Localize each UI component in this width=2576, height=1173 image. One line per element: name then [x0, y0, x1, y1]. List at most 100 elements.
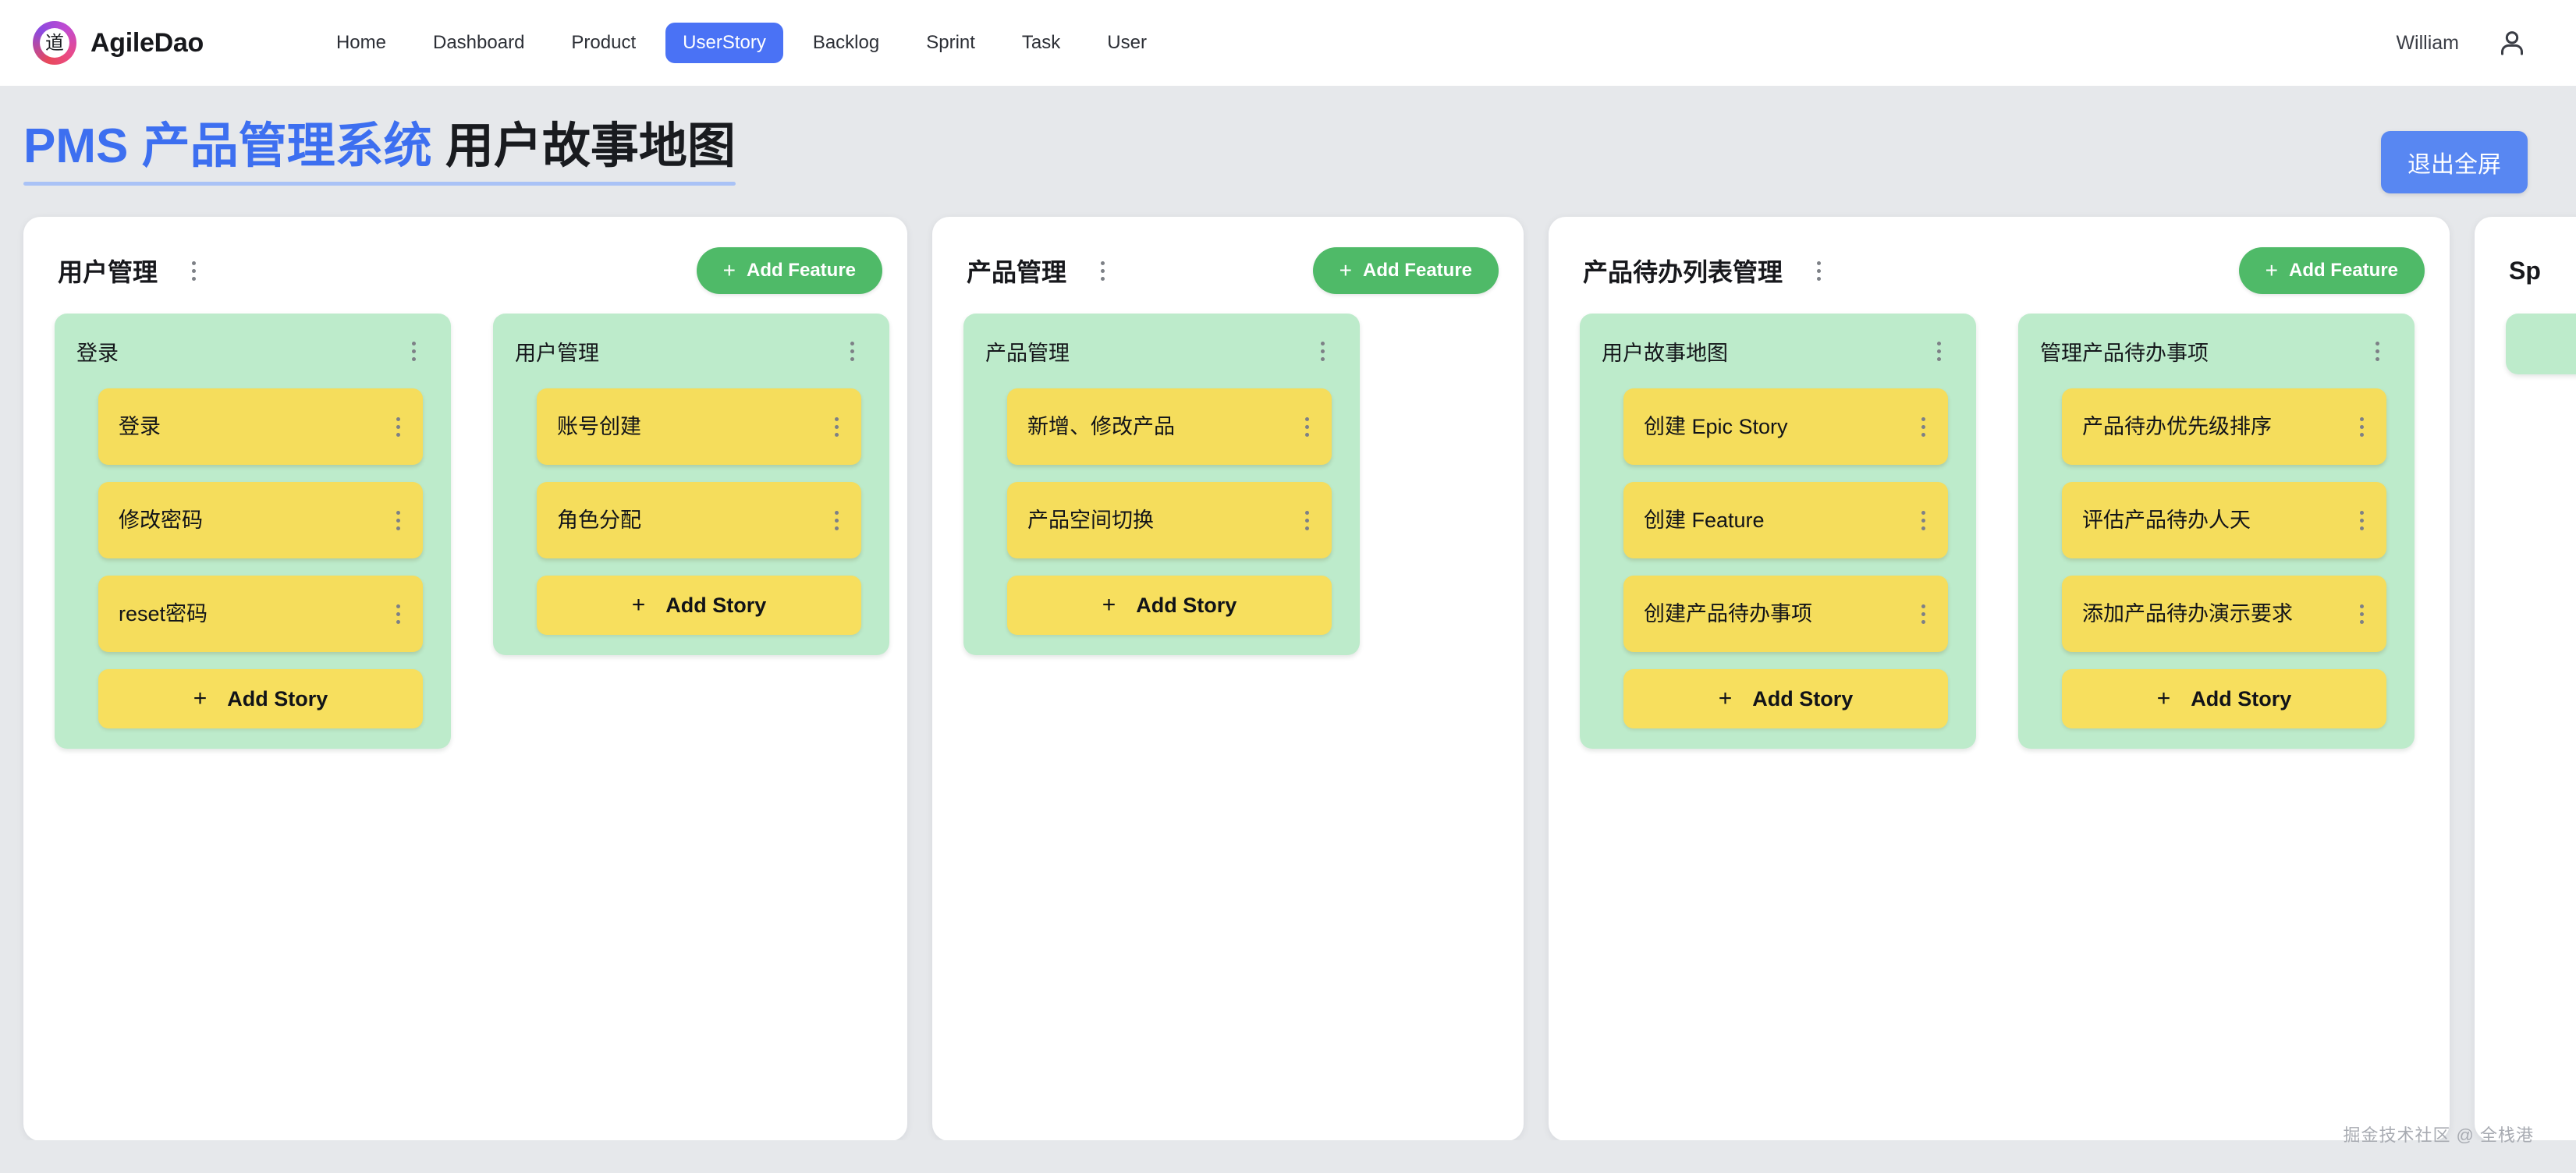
- plus-icon: +: [1102, 592, 1116, 618]
- add-story-label: Add Story: [1752, 686, 1854, 711]
- story-card[interactable]: reset密码: [98, 576, 423, 652]
- story-more-options-icon[interactable]: [819, 409, 853, 444]
- story-list: 产品待办优先级排序 评估产品待办人天 添加产品待办演示要求 + Add Stor…: [2035, 368, 2397, 728]
- story-card[interactable]: 角色分配: [537, 482, 861, 558]
- story-more-options-icon[interactable]: [2344, 597, 2379, 631]
- story-card[interactable]: 新增、修改产品: [1007, 388, 1332, 465]
- nav-item-userstory[interactable]: UserStory: [665, 23, 783, 63]
- feature-more-options-icon[interactable]: [835, 334, 869, 368]
- epic-title: 产品管理: [967, 258, 1067, 286]
- add-story-button[interactable]: + Add Story: [537, 576, 861, 635]
- story-card[interactable]: 创建 Feature: [1623, 482, 1948, 558]
- features-row: 登录 登录 修改密码 reset密码: [44, 304, 889, 749]
- story-more-options-icon[interactable]: [1290, 503, 1324, 537]
- feature-title: 登录: [76, 341, 119, 365]
- top-navigation-bar: 道 AgileDao Home Dashboard Product UserSt…: [0, 0, 2576, 86]
- feature-more-options-icon[interactable]: [1921, 334, 1956, 368]
- story-more-options-icon[interactable]: [381, 503, 415, 537]
- feature-more-options-icon[interactable]: [396, 334, 431, 368]
- story-card[interactable]: 添加产品待办演示要求: [2062, 576, 2386, 652]
- nav-item-home[interactable]: Home: [335, 32, 386, 53]
- story-card[interactable]: 登录: [98, 388, 423, 465]
- story-more-options-icon[interactable]: [1906, 503, 1940, 537]
- nav-item-task[interactable]: Task: [1021, 32, 1061, 53]
- add-story-button[interactable]: + Add Story: [1007, 576, 1332, 635]
- story-more-options-icon[interactable]: [2344, 503, 2379, 537]
- epic-column-header: 用户管理 + Add Feature: [44, 237, 887, 304]
- page-title-section: 用户故事地图: [431, 119, 736, 173]
- story-title: 账号创建: [557, 414, 641, 438]
- epic-column: 产品管理 + Add Feature 产品管理 新增、修改产品: [932, 217, 1524, 1140]
- feature-card: 用户故事地图 创建 Epic Story 创建 Feature 创建产品待办事项: [1580, 314, 1976, 749]
- nav-item-sprint[interactable]: Sprint: [926, 32, 975, 53]
- feature-title: 产品管理: [985, 341, 1070, 365]
- feature-more-options-icon[interactable]: [1305, 334, 1339, 368]
- epic-title: Sp: [2509, 256, 2541, 285]
- plus-icon: +: [193, 686, 208, 711]
- nav-item-user[interactable]: User: [1107, 32, 1147, 53]
- story-more-options-icon[interactable]: [2344, 409, 2379, 444]
- exit-fullscreen-button[interactable]: 退出全屏: [2381, 131, 2528, 193]
- feature-title: 管理产品待办事项: [2040, 341, 2209, 365]
- feature-more-options-icon[interactable]: [2360, 334, 2394, 368]
- epic-more-options-icon[interactable]: [1801, 253, 1836, 288]
- story-title: 创建 Epic Story: [1644, 414, 1788, 438]
- story-list: 账号创建 角色分配 + Add Story: [510, 368, 872, 635]
- story-title: 新增、修改产品: [1027, 414, 1175, 438]
- story-more-options-icon[interactable]: [1906, 597, 1940, 631]
- story-title: 添加产品待办演示要求: [2082, 601, 2293, 625]
- page-title-product: PMS 产品管理系统: [23, 119, 432, 173]
- story-title: 角色分配: [557, 508, 641, 532]
- story-title: 产品空间切换: [1027, 508, 1154, 532]
- agiledao-logo-icon: 道: [33, 21, 76, 65]
- add-feature-button[interactable]: + Add Feature: [2238, 247, 2425, 294]
- brand-logo[interactable]: 道 AgileDao: [33, 21, 204, 65]
- story-title: 创建产品待办事项: [1644, 601, 1812, 625]
- story-more-options-icon[interactable]: [381, 597, 415, 631]
- board-scroll-area[interactable]: 用户管理 + Add Feature 登录 登录: [0, 193, 2576, 1140]
- story-more-options-icon[interactable]: [1906, 409, 1940, 444]
- brand-name: AgileDao: [90, 27, 204, 58]
- story-title: 修改密码: [119, 508, 203, 532]
- nav-item-dashboard[interactable]: Dashboard: [433, 32, 525, 53]
- feature-card-header: 登录: [72, 331, 434, 368]
- feature-card-header: 用户管理: [510, 331, 872, 368]
- nav-right-group: William: [2396, 27, 2528, 58]
- feature-card: 登录 登录 修改密码 reset密码: [55, 314, 451, 749]
- plus-icon: +: [631, 592, 646, 618]
- story-card[interactable]: 修改密码: [98, 482, 423, 558]
- story-title: 产品待办优先级排序: [2082, 414, 2272, 438]
- story-more-options-icon[interactable]: [819, 503, 853, 537]
- add-story-button[interactable]: + Add Story: [98, 669, 423, 728]
- epic-column-header: Sp: [2495, 237, 2576, 304]
- epic-more-options-icon[interactable]: [1085, 253, 1119, 288]
- page-title: PMS 产品管理系统 用户故事地图: [23, 119, 736, 173]
- story-card[interactable]: 账号创建: [537, 388, 861, 465]
- add-feature-button[interactable]: + Add Feature: [1312, 247, 1499, 294]
- nav-item-backlog[interactable]: Backlog: [812, 32, 880, 53]
- story-card[interactable]: 创建产品待办事项: [1623, 576, 1948, 652]
- feature-card-header: 产品管理: [981, 331, 1343, 368]
- features-row: [2495, 304, 2576, 374]
- story-card[interactable]: 产品待办优先级排序: [2062, 388, 2386, 465]
- story-more-options-icon[interactable]: [381, 409, 415, 444]
- story-card[interactable]: 产品空间切换: [1007, 482, 1332, 558]
- add-story-button[interactable]: + Add Story: [2062, 669, 2386, 728]
- add-feature-label: Add Feature: [1362, 260, 1472, 281]
- plus-icon: +: [2156, 686, 2171, 711]
- epic-more-options-icon[interactable]: [176, 253, 211, 288]
- add-feature-button[interactable]: + Add Feature: [696, 247, 882, 294]
- story-card[interactable]: 创建 Epic Story: [1623, 388, 1948, 465]
- title-underline: [23, 182, 736, 186]
- feature-title: 用户管理: [515, 341, 599, 365]
- story-list: 登录 修改密码 reset密码 + Add Story: [72, 368, 434, 728]
- nav-item-product[interactable]: Product: [571, 32, 637, 53]
- user-icon[interactable]: [2496, 27, 2528, 58]
- add-story-button[interactable]: + Add Story: [1623, 669, 1948, 728]
- page-title-wrap: PMS 产品管理系统 用户故事地图: [23, 119, 736, 190]
- epic-column: 产品待办列表管理 + Add Feature 用户故事地图 创建 Epic St…: [1549, 217, 2450, 1140]
- feature-card: 管理产品待办事项 产品待办优先级排序 评估产品待办人天 添加产品待办演示要求: [2018, 314, 2415, 749]
- story-more-options-icon[interactable]: [1290, 409, 1324, 444]
- feature-title: 用户故事地图: [1602, 341, 1728, 365]
- story-card[interactable]: 评估产品待办人天: [2062, 482, 2386, 558]
